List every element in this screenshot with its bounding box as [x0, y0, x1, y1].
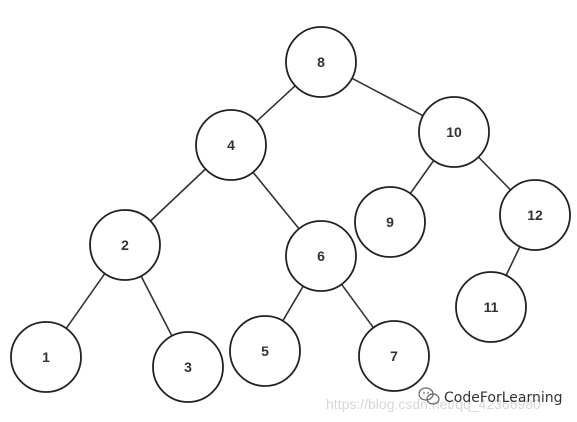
node-circle: [152, 331, 224, 403]
tree-node-4: 4: [195, 109, 267, 181]
node-label: 2: [121, 237, 129, 253]
edges-layer: [65, 77, 521, 337]
tree-node-9: 9: [354, 186, 426, 258]
tree-node-8: 8: [285, 26, 357, 98]
edge-n12-n11: [505, 246, 521, 276]
node-label: 7: [390, 348, 398, 364]
watermark-brand: CodeForLearning: [444, 390, 563, 406]
node-label: 6: [317, 248, 325, 264]
tree-node-11: 11: [455, 271, 527, 343]
edge-n10-n9: [409, 160, 435, 194]
node-circle: [10, 321, 82, 393]
wechat-icon: [418, 387, 440, 405]
edge-n8-n10: [351, 77, 424, 117]
nodes-layer: 8 4 10 2 6 9 12 1 3 5 7 11: [10, 26, 571, 403]
edge-n10-n12: [477, 156, 512, 191]
tree-node-10: 10: [418, 96, 490, 168]
node-label: 3: [184, 359, 192, 375]
tree-node-2: 2: [89, 209, 161, 281]
edge-n8-n4: [256, 85, 296, 122]
node-label: 5: [261, 343, 269, 359]
tree-node-1: 1: [10, 321, 82, 393]
node-circle: [455, 271, 527, 343]
tree-node-12: 12: [499, 179, 571, 251]
node-circle: [358, 320, 430, 392]
edge-n4-n6: [252, 171, 300, 230]
node-label: 11: [484, 299, 499, 315]
tree-node-3: 3: [152, 331, 224, 403]
node-label: 9: [386, 214, 394, 230]
node-label: 10: [446, 124, 462, 140]
node-circle: [285, 26, 357, 98]
edge-n4-n2: [149, 168, 207, 222]
node-label: 1: [42, 349, 50, 365]
tree-node-5: 5: [229, 315, 301, 387]
edge-n2-n1: [65, 273, 106, 329]
node-label: 4: [227, 137, 235, 153]
edge-n6-n5: [282, 285, 304, 322]
node-label: 12: [527, 207, 543, 223]
node-circle: [418, 96, 490, 168]
node-circle: [89, 209, 161, 281]
tree-node-6: 6: [285, 220, 357, 292]
node-label: 8: [317, 54, 325, 70]
tree-node-7: 7: [358, 320, 430, 392]
node-circle: [229, 315, 301, 387]
node-circle: [195, 109, 267, 181]
edge-n6-n7: [340, 283, 375, 329]
node-circle: [285, 220, 357, 292]
edge-n2-n3: [140, 275, 173, 337]
node-circle: [354, 186, 426, 258]
node-circle: [499, 179, 571, 251]
